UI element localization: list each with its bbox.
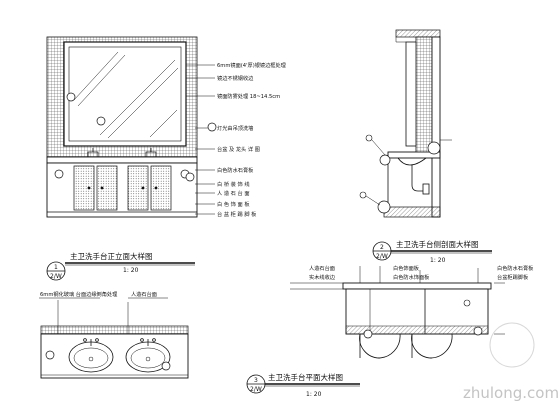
plan-faucets bbox=[83, 338, 156, 346]
view2-title-block: 2 2/W 主卫洗手台侧剖面大样图 1: 20 bbox=[372, 239, 492, 264]
view1-title: 主卫洗手台正立面大样图 bbox=[70, 251, 153, 261]
section2-annot-right-1: 白色防水石膏板 bbox=[497, 264, 534, 272]
section-ref-left bbox=[365, 134, 373, 142]
cabinet-section: 人造石台面 实木线收边 白色饰面板 白色防水饰面板 白色防水石膏板 台盆柜踢脚板 bbox=[290, 264, 534, 359]
section-wall-tile bbox=[415, 36, 433, 156]
front-annot-10: 台 盆 柜 踢 脚 板 bbox=[217, 210, 257, 218]
watermark-text: zhulong.com bbox=[463, 384, 559, 402]
counter-top bbox=[46, 156, 198, 164]
view1-scale: 1: 20 bbox=[123, 267, 139, 274]
section-leaders bbox=[365, 139, 452, 206]
view1-title-block: 1 2/W 主卫洗手台正立面大样图 1: 20 bbox=[46, 251, 195, 281]
cabinet-section-top bbox=[342, 282, 492, 290]
door-swings bbox=[359, 333, 453, 359]
front-elevation: 6mm镜面(4'厚)银镜边框处理 镜边不锈钢收边 镜面防雾处理 18~14.5c… bbox=[46, 36, 287, 218]
section-wall bbox=[431, 36, 441, 218]
mirror-glass bbox=[68, 46, 182, 142]
section-floor bbox=[383, 206, 441, 218]
plan-leaders bbox=[39, 297, 168, 334]
plan-annot-1: 6mm钢化玻璃 台面边缘倒角处理 bbox=[40, 290, 118, 298]
section-ref-bottom bbox=[359, 191, 367, 199]
front-annot-4: 灯光由吊顶洗墙 bbox=[217, 124, 253, 132]
cabinet-section-marker-left bbox=[363, 329, 373, 339]
front-annot-5: 台盆 及 龙头 详 图 bbox=[217, 145, 260, 153]
front-annot-6: 白色防水石膏板 bbox=[217, 166, 254, 174]
section-marker-floor bbox=[377, 200, 391, 214]
view2-scale: 1: 20 bbox=[430, 257, 446, 264]
view2-ref-num: 2 bbox=[380, 244, 384, 251]
cabinet-doors bbox=[73, 165, 172, 211]
front-annot-9: 白 色 饰 面 板 bbox=[217, 200, 250, 208]
view3-ref-num: 3 bbox=[254, 377, 258, 384]
section2-annot-left-2: 实木线收边 bbox=[309, 273, 336, 281]
detail-marker-right bbox=[207, 122, 217, 132]
front-annot-3: 镜面防雾处理 18~14.5cm bbox=[217, 92, 280, 100]
detail-marker-center bbox=[96, 116, 106, 126]
view3-title-block: 3 2/W 主卫洗手台平面大样图 1: 20 bbox=[246, 372, 360, 398]
view2-title: 主卫洗手台侧剖面大样图 bbox=[396, 239, 479, 249]
plan-view: 6mm钢化玻璃 台面边缘倒角处理 人造石台面 bbox=[39, 290, 189, 379]
section-drain bbox=[411, 165, 430, 195]
front-annot-1: 6mm镜面(4'厚)银镜边框处理 bbox=[217, 61, 287, 69]
side-section bbox=[359, 29, 452, 218]
front-leaders bbox=[186, 64, 215, 215]
plan-wall-tile bbox=[40, 325, 189, 335]
view1-ref-num: 1 bbox=[54, 264, 58, 271]
front-annot-2: 镜边不锈钢收边 bbox=[217, 74, 254, 82]
view1-ref-sheet: 2/W bbox=[50, 273, 62, 280]
section-marker-top bbox=[427, 141, 441, 155]
plan-counter bbox=[40, 333, 189, 379]
section-counter bbox=[387, 151, 441, 159]
ceiling-slab bbox=[395, 29, 441, 38]
section2-annot-mid-1: 白色饰面板 bbox=[393, 264, 420, 272]
vanity-cabinet bbox=[46, 162, 198, 218]
section2-annot-right-2: 台盆柜踢脚板 bbox=[497, 273, 529, 281]
faucets bbox=[87, 148, 157, 157]
section-dim bbox=[290, 266, 505, 335]
section-basin bbox=[397, 157, 427, 166]
plan-marker-right bbox=[161, 361, 171, 371]
cabinet-section-marker-right bbox=[473, 326, 483, 336]
section-marker-counter bbox=[379, 154, 391, 166]
detail-marker-left bbox=[66, 92, 76, 102]
cabinet-knob-left bbox=[54, 169, 64, 179]
section-mirror bbox=[405, 41, 417, 147]
cabinet-section-marker-top bbox=[463, 299, 471, 307]
view3-title: 主卫洗手台平面大样图 bbox=[268, 372, 343, 382]
section2-annot-mid-2: 白色防水饰面板 bbox=[393, 273, 430, 281]
plan-annot-2: 人造石台面 bbox=[131, 290, 157, 298]
watermark: zhulong.com bbox=[463, 322, 559, 402]
section2-annot-left-1: 人造石台面 bbox=[309, 264, 335, 272]
front-annot-7: 白 桥 装 饰 线 bbox=[217, 180, 250, 188]
view3-scale: 1: 20 bbox=[306, 391, 322, 398]
front-annot-8: 人 造 石 台 面 bbox=[217, 189, 250, 197]
view2-ref-sheet: 2/W bbox=[376, 253, 388, 260]
plan-marker-left bbox=[45, 350, 55, 360]
view3-ref-sheet: 2/W bbox=[250, 386, 262, 393]
detail-marker-right-low bbox=[185, 172, 195, 182]
mirror-reflection-lines bbox=[73, 51, 179, 139]
